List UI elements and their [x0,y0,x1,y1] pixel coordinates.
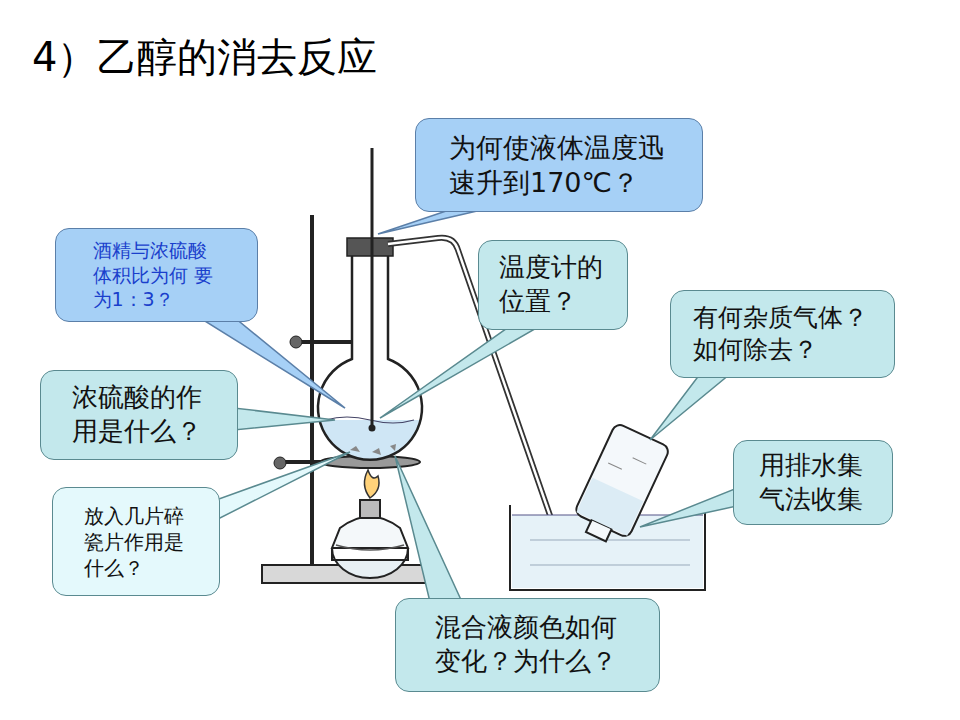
stand-rod [310,215,314,566]
stopper [347,238,393,256]
callout-box: 放入几片碎 瓷片作用是 什么？ [52,487,220,596]
callout-text: 酒精与浓硫酸 体积比为何 要 为1：3？ [93,238,221,312]
callout-text: 温度计的 位置？ [499,251,607,319]
callout-text: 混合液颜色如何 变化？为什么？ [435,611,621,679]
callout-text: 用排水集 气法收集 [759,449,867,517]
clamp [300,340,352,344]
alcohol-lamp [332,470,408,578]
callout-text: 放入几片碎 瓷片作用是 什么？ [84,503,188,581]
gas-bottle [569,422,671,549]
clamp-knob [290,336,302,348]
callout-box: 酒精与浓硫酸 体积比为何 要 为1：3？ [55,228,258,322]
callout-box: 温度计的 位置？ [478,240,628,330]
round-flask [318,255,422,460]
slide-title: 4）乙醇的消去反应 [32,30,377,85]
callout-text: 浓硫酸的作 用是什么？ [72,381,206,449]
callout-box: 浓硫酸的作 用是什么？ [40,370,238,460]
callout-box: 混合液颜色如何 变化？为什么？ [395,598,660,692]
callout-box: 为何使液体温度迅 速升到170℃？ [415,118,703,212]
callout-tails [200,208,737,602]
callout-text: 为何使液体温度迅 速升到170℃？ [449,130,669,200]
callout-box: 用排水集 气法收集 [733,440,893,525]
callout-box: 有何杂质气体？ 如何除去？ [670,290,895,378]
ring-knob [274,457,286,469]
callout-text: 有何杂质气体？ 如何除去？ [693,302,872,367]
thermometer [369,148,376,432]
